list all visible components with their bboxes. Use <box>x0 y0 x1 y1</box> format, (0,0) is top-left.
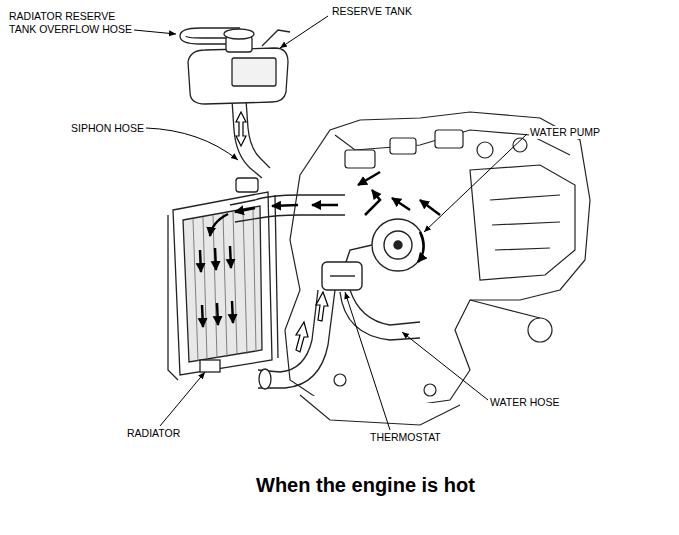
leader-line <box>280 16 328 48</box>
thermostat <box>322 262 362 290</box>
engine-block <box>470 165 575 280</box>
flow-arrow <box>210 172 440 262</box>
siphon-flow-arrow <box>236 112 246 146</box>
flow-arrow <box>365 190 380 215</box>
flow-arrow <box>420 200 440 215</box>
radiator <box>236 178 258 192</box>
callout-label: RADIATOR RESERVE TANK OVERFLOW HOSE <box>8 10 134 36</box>
water-pump <box>372 219 424 271</box>
engine-block <box>435 130 463 148</box>
flow-arrow <box>358 172 380 185</box>
engine-block <box>470 300 540 318</box>
radiator <box>193 208 256 361</box>
radiator-flow-arrow <box>200 250 201 272</box>
overflow-hose <box>186 36 226 38</box>
engine-block <box>285 112 590 410</box>
leader-line <box>424 134 527 232</box>
flow-arrow <box>272 205 298 206</box>
flow-arrow <box>392 198 410 210</box>
callout-label: RADIATOR <box>126 427 181 440</box>
radiator-flow-arrow <box>215 248 216 270</box>
upper-hose <box>235 215 345 222</box>
leader-line <box>134 16 527 430</box>
radiator <box>183 206 262 362</box>
water-hose <box>350 290 420 325</box>
engine-block <box>490 195 560 250</box>
radiator-flow-arrow <box>217 303 218 325</box>
engine-block <box>424 384 436 396</box>
lower-hose <box>258 290 318 372</box>
lower-flow-arrow <box>316 292 328 321</box>
upper-hose <box>230 195 345 222</box>
radiator <box>168 178 278 380</box>
engine-block <box>528 318 552 342</box>
water-pump <box>384 231 412 259</box>
reserve-tank <box>232 58 276 86</box>
leader-line <box>345 292 390 430</box>
overflow-hose <box>180 28 240 44</box>
leader-line <box>402 332 488 400</box>
callout-label: RESERVE TANK <box>331 5 413 18</box>
radiator-flow-arrow <box>200 246 233 327</box>
callout-label: WATER HOSE <box>489 396 560 409</box>
radiator-flow-arrow <box>230 246 231 268</box>
radiator <box>173 192 272 375</box>
radiator <box>200 360 220 372</box>
lower-flow-arrow <box>296 292 328 352</box>
lower-flow-arrow <box>296 322 308 352</box>
callout-label: THERMOSTAT <box>369 431 442 444</box>
leader-line <box>134 30 176 34</box>
callout-label: WATER PUMP <box>529 126 601 139</box>
water-hose <box>340 292 420 340</box>
engine-block <box>390 138 416 154</box>
leader-line <box>160 372 205 426</box>
reserve-tank <box>188 48 288 104</box>
thermostat <box>330 275 355 276</box>
thermostat <box>322 262 362 290</box>
radiator-flow-arrow <box>232 301 233 323</box>
upper-hose <box>230 195 345 205</box>
lower-hose <box>259 369 271 389</box>
radiator-flow-arrow <box>202 305 203 327</box>
lower-hose <box>258 290 335 389</box>
overflow-hose <box>180 28 240 44</box>
reserve-tank <box>188 29 290 104</box>
engine-block <box>285 112 590 425</box>
engine-block <box>477 142 493 158</box>
engine-block <box>345 150 375 168</box>
flow-arrow <box>312 204 338 207</box>
callout-label: SIPHON HOSE <box>70 122 145 135</box>
lower-hose <box>258 290 335 388</box>
radiator <box>168 195 278 380</box>
flow-arrow <box>210 214 228 236</box>
siphon-hose <box>246 100 270 168</box>
engine-block <box>334 374 346 386</box>
siphon-hose <box>232 100 270 178</box>
siphon-flow-arrow <box>236 112 246 146</box>
reserve-tank <box>224 29 254 39</box>
flow-arrow <box>235 208 255 212</box>
water-pump <box>394 241 402 249</box>
flow-arrow <box>418 232 424 262</box>
leader-line <box>146 128 238 160</box>
caption: When the engine is hot <box>256 474 475 497</box>
